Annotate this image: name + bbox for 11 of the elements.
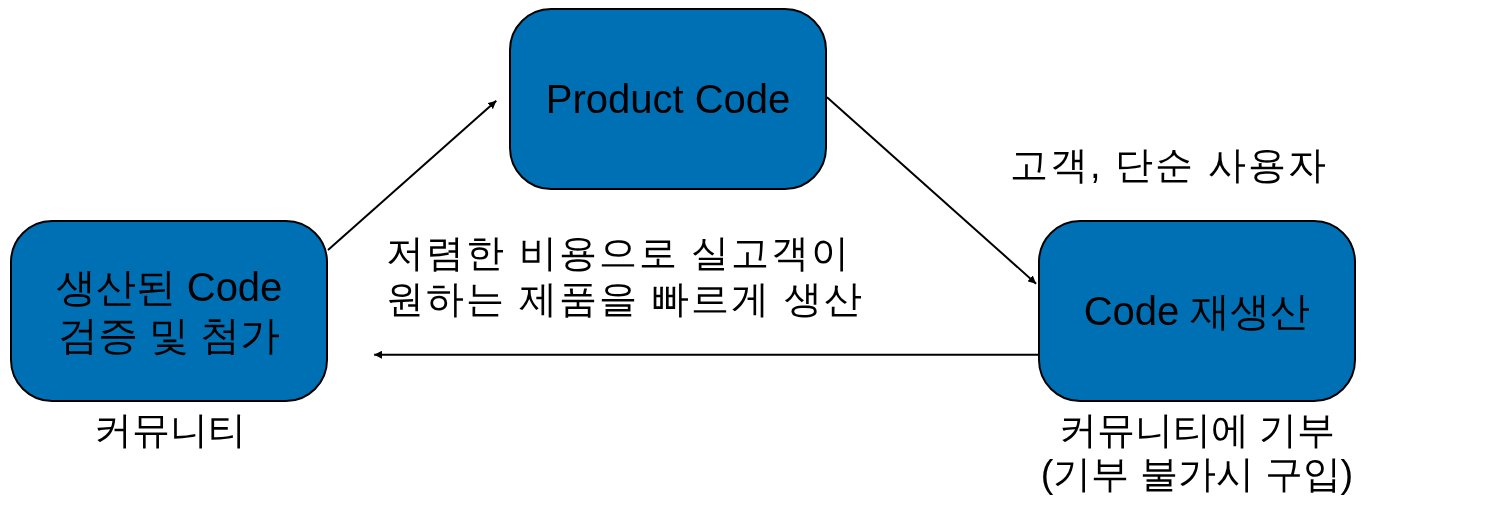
box-label: 생산된 Code 검증 및 첨가 xyxy=(54,264,284,359)
arrow xyxy=(373,350,1039,359)
box-caption: 커뮤니티에 기부 (기부 불가시 구입) xyxy=(1039,408,1355,496)
arrow xyxy=(826,96,1038,285)
process-box xyxy=(10,220,328,402)
process-box xyxy=(1038,220,1356,402)
box-label: Code 재생산 xyxy=(1083,288,1311,335)
arrow xyxy=(327,99,498,252)
box-label: Product Code xyxy=(545,76,791,123)
process-box xyxy=(509,8,827,190)
box-caption: 커뮤니티 xyxy=(93,408,247,452)
